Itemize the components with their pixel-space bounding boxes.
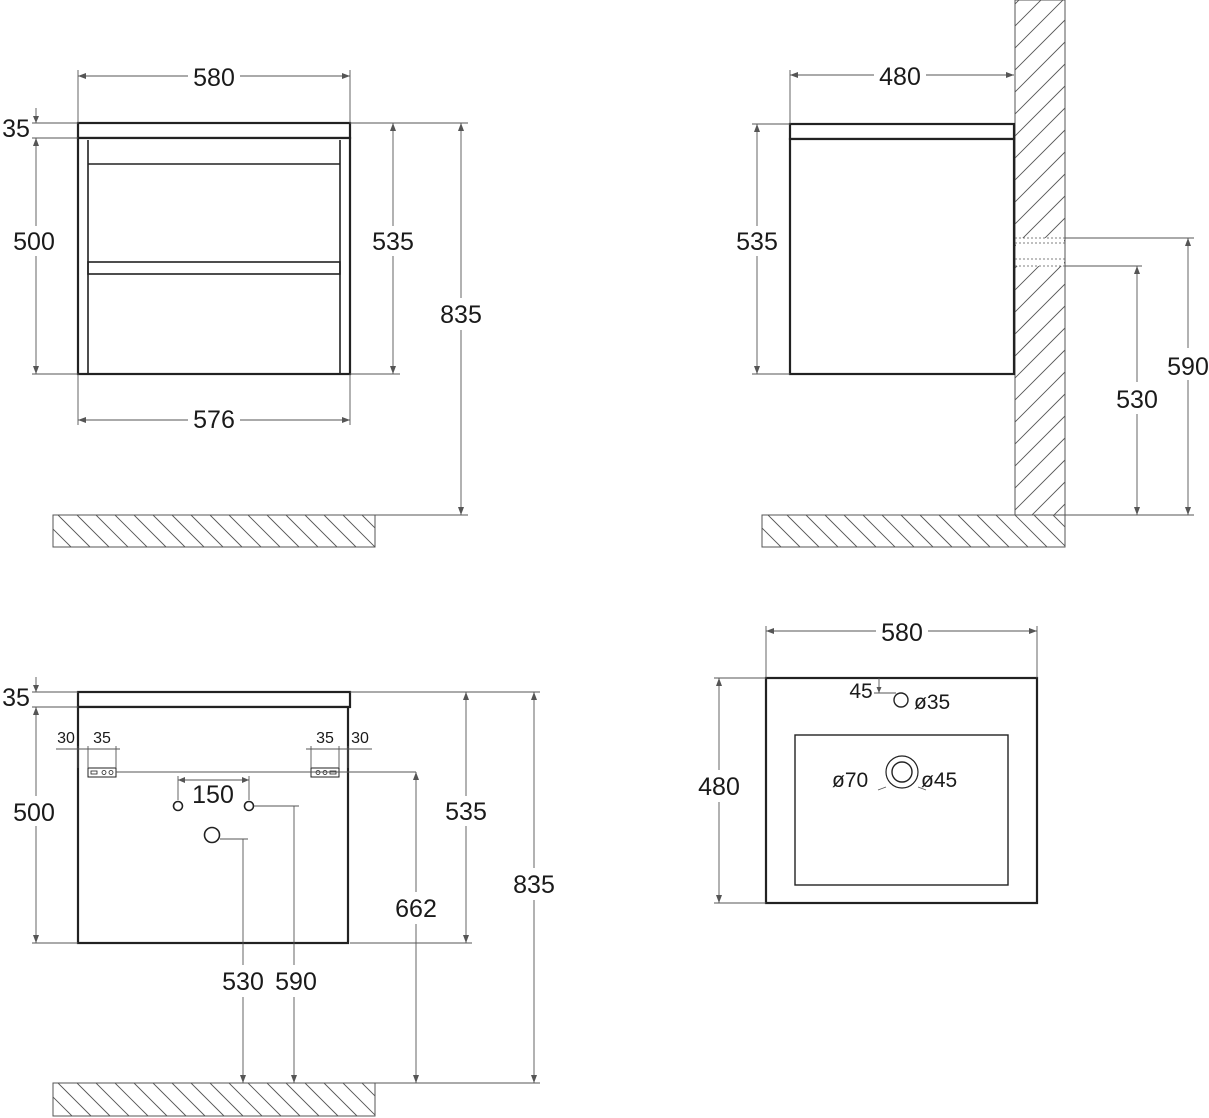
wall-hatch xyxy=(1014,0,1066,548)
dimension-basin-depth: 480 xyxy=(698,677,766,904)
label-basin-depth: 480 xyxy=(698,773,740,801)
dimension-side-height: 535 xyxy=(736,123,790,375)
cabinet-side xyxy=(788,122,1016,376)
drain-hole xyxy=(877,755,927,791)
dimension-mount-high: 590 xyxy=(1065,237,1209,515)
label-bracket-right-offset: 30 xyxy=(351,730,369,747)
drawer-divider xyxy=(87,261,341,275)
label-cabinet-height: 535 xyxy=(445,798,487,826)
label-total-height: 835 xyxy=(513,871,555,899)
dimension-mount-low: 530 xyxy=(1065,265,1194,516)
rear-view: 35 500 30 35 35 30 xyxy=(2,677,555,1117)
front-view: 580 576 35 500 xyxy=(2,64,482,548)
dimension-cabinet-height: 535 xyxy=(350,122,468,375)
drain-outlet xyxy=(203,826,221,844)
water-pipes xyxy=(172,800,255,812)
label-top-thickness: 35 xyxy=(2,684,30,712)
dimension-total-height: 835 xyxy=(375,123,482,516)
dimension-drain-height: 530 xyxy=(220,838,264,1083)
label-mount-low: 530 xyxy=(1116,386,1158,414)
dimension-top-thickness: 35 xyxy=(2,677,78,715)
top-view: 580 480 45 ø35 ø70 ø45 xyxy=(698,619,1039,905)
dimension-top-thickness: 35 xyxy=(2,108,78,146)
cabinet-back xyxy=(76,705,350,945)
label-faucet-hole: ø35 xyxy=(914,691,950,714)
label-bracket-left-width: 35 xyxy=(93,730,111,747)
dimension-body-height: 500 xyxy=(13,707,78,944)
dimension-bracket-height: 662 xyxy=(395,772,437,1083)
dimension-pipe-height: 590 xyxy=(254,805,317,1083)
label-body-height: 500 xyxy=(13,799,55,827)
label-basin-width: 580 xyxy=(881,619,923,647)
label-top-thickness: 35 xyxy=(2,115,30,143)
dimension-bracket-offsets: 30 35 35 30 xyxy=(56,730,372,768)
dimension-width-bottom: 576 xyxy=(77,374,351,434)
countertop xyxy=(76,121,352,140)
label-drain-height: 530 xyxy=(222,968,264,996)
cabinet-body xyxy=(76,136,352,376)
label-side-height: 535 xyxy=(736,228,778,256)
dimension-basin-width: 580 xyxy=(765,619,1038,678)
dimension-depth: 480 xyxy=(789,63,1014,124)
dimension-width-top: 580 xyxy=(77,64,351,123)
dimension-pipe-spacing: 150 xyxy=(177,776,250,809)
label-drain-inner: ø45 xyxy=(921,769,957,792)
label-drain-outer: ø70 xyxy=(832,769,868,792)
basin xyxy=(764,676,1039,905)
label-mount-high: 590 xyxy=(1167,353,1209,381)
bracket-right xyxy=(310,767,340,778)
label-pipe-height: 590 xyxy=(275,968,317,996)
floor-hatch xyxy=(52,1082,376,1117)
label-total-height: 835 xyxy=(440,301,482,329)
label-faucet-offset: 45 xyxy=(849,680,872,703)
dimension-faucet-offset: 45 xyxy=(849,678,896,703)
label-bracket-left-offset: 30 xyxy=(57,730,75,747)
label-width-top: 580 xyxy=(193,64,235,92)
floor-hatch xyxy=(52,514,376,548)
basin-bowl xyxy=(794,734,1009,886)
countertop xyxy=(76,690,352,709)
side-view: 480 535 530 590 xyxy=(736,0,1209,548)
dimension-total-height: 835 xyxy=(375,692,555,1084)
floor-hatch xyxy=(761,514,1066,548)
faucet-hole xyxy=(893,692,909,708)
label-bracket-right-width: 35 xyxy=(316,730,334,747)
label-bracket-height: 662 xyxy=(395,895,437,923)
dimension-cabinet-height: 535 xyxy=(350,691,540,944)
label-cabinet-height: 535 xyxy=(372,228,414,256)
label-body-height: 500 xyxy=(13,228,55,256)
label-depth: 480 xyxy=(879,63,921,91)
label-width-bottom: 576 xyxy=(193,406,235,434)
dimension-body-height: 500 xyxy=(13,138,78,375)
bracket-left xyxy=(87,767,117,778)
label-pipe-spacing: 150 xyxy=(192,781,234,809)
